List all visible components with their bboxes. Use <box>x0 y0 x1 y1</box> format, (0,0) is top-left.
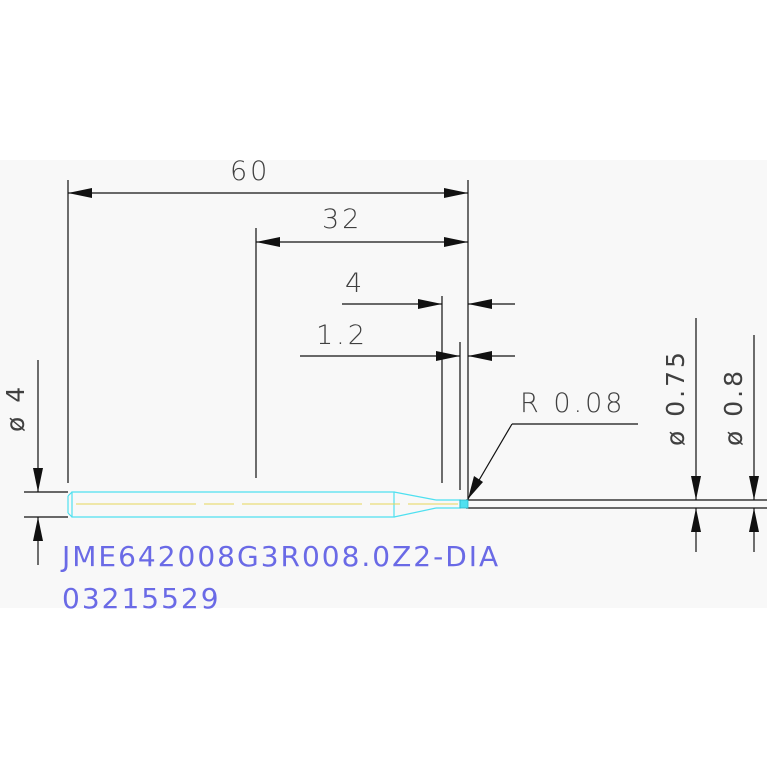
dimension-shank-diameter: ø 4 <box>1 360 68 565</box>
dimension-neck-diameter: ø 0.75 <box>661 318 701 552</box>
dim-4-label: 4 <box>345 268 365 299</box>
dimension-flute-length: 1.2 <box>300 320 515 490</box>
dim-radius-label: R 0.08 <box>520 388 625 419</box>
corner-radius-leader: R 0.08 <box>467 388 638 500</box>
dim-shank-diameter-label: ø 4 <box>1 384 30 432</box>
tool-cutting-tip <box>459 499 469 509</box>
dim-1-2-label: 1.2 <box>316 320 368 351</box>
part-code: JME642008G3R008.0Z2-DIA <box>60 540 500 573</box>
end-mill-tool <box>67 491 469 518</box>
dim-60-label: 60 <box>230 156 270 187</box>
dimension-neck-length: 4 <box>342 268 515 483</box>
dim-32-label: 32 <box>322 204 362 235</box>
drawing-panel <box>0 160 767 608</box>
part-number: 03215529 <box>62 582 221 615</box>
dimension-overall-length: 60 <box>67 156 469 500</box>
dimension-shank-to-tip: 32 <box>255 204 468 478</box>
dim-neck-diameter-label: ø 0.75 <box>661 349 690 446</box>
tool-taper <box>393 491 437 518</box>
dim-cutting-diameter-label: ø 0.8 <box>719 368 748 446</box>
dimension-cutting-diameter: ø 0.8 <box>719 335 759 552</box>
